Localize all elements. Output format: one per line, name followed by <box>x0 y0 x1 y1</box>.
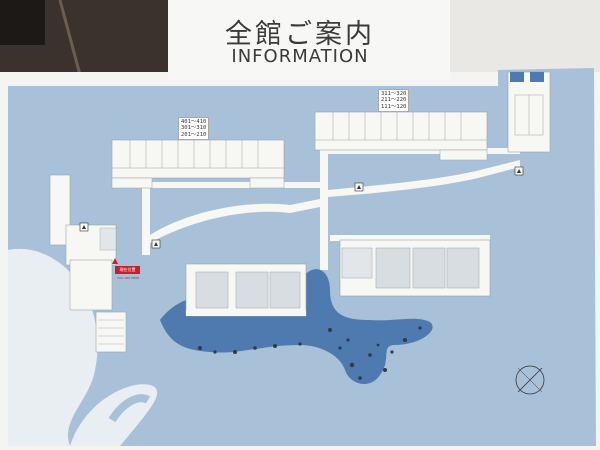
corridors <box>142 148 520 270</box>
header-plaque <box>168 0 450 80</box>
west-wing-floor-labels: 401～410 301～310 201～210 <box>178 117 210 140</box>
west-entrance-complex <box>49 174 127 353</box>
room-railing <box>58 0 82 76</box>
current-location-marker <box>112 258 118 264</box>
map-title-english: INFORMATION <box>231 46 369 67</box>
pond <box>160 269 433 385</box>
map-title-japanese: 全館ご案内 <box>225 19 375 50</box>
south-hall-building <box>185 263 307 317</box>
decor-swoosh-gap <box>108 394 151 423</box>
east-wing-floor-labels: 311～320 211～220 111～120 <box>378 89 410 112</box>
west-wing-building <box>111 139 285 189</box>
current-location-sign: 現在位置 <box>115 266 140 274</box>
east-wing-building <box>314 111 488 161</box>
elevator-icon-4 <box>514 166 524 176</box>
west-wing-floor-3: 301～310 <box>181 125 207 132</box>
compass-icon <box>515 365 545 395</box>
pond-rocks <box>198 326 422 380</box>
southeast-hall-building <box>339 239 491 297</box>
elevator-icon-2 <box>151 239 161 249</box>
east-wing-floor-2: 211～220 <box>381 97 407 104</box>
current-location-sign-english: YOU ARE HERE <box>117 276 140 280</box>
east-wing-floor-3: 311～320 <box>381 91 407 97</box>
wall-right <box>450 0 600 75</box>
east-wing-floor-1: 111～120 <box>381 103 407 110</box>
elevator-icon-3 <box>354 182 364 192</box>
west-wing-floor-2: 201～210 <box>181 131 207 138</box>
west-wing-floor-4: 401～410 <box>181 119 207 125</box>
northeast-tower <box>507 71 551 153</box>
room-window <box>0 0 45 45</box>
elevator-icon <box>79 222 89 232</box>
